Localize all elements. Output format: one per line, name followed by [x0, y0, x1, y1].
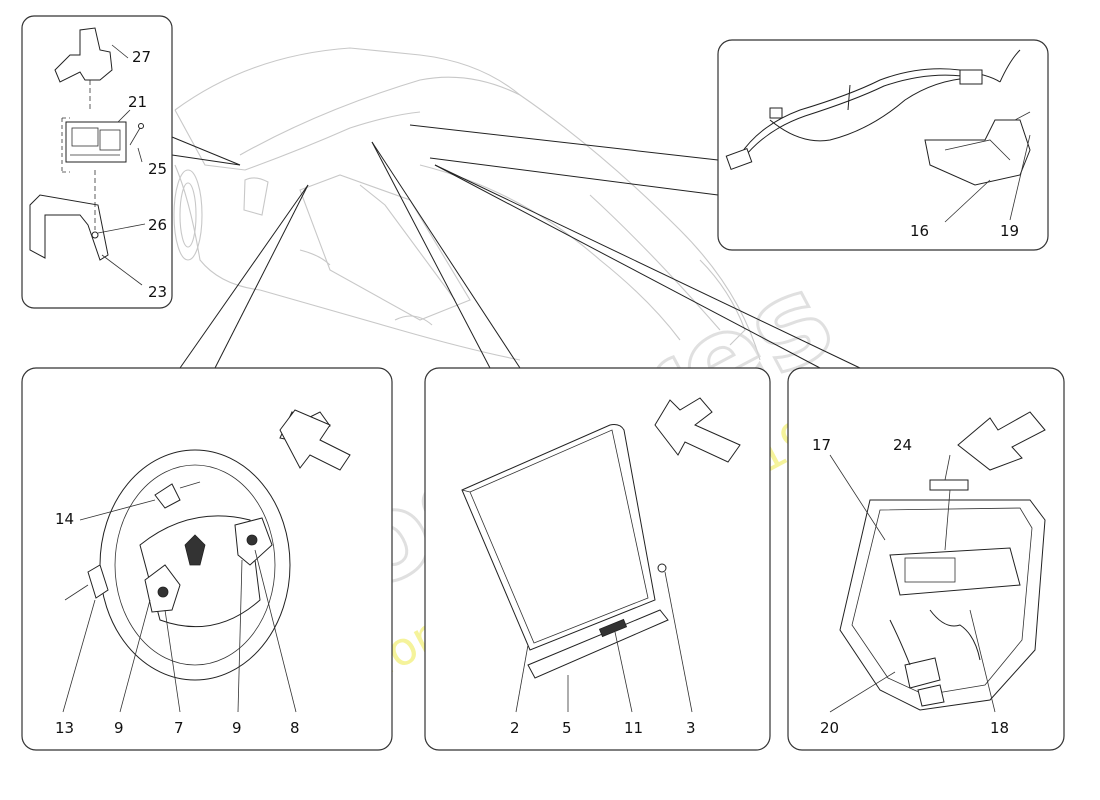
car-outline: [173, 47, 761, 361]
panel-steering-wheel: 14 13 9 7 9 8: [21, 367, 393, 751]
callout-2: 2: [510, 719, 520, 737]
callout-20: 20: [820, 719, 839, 737]
callout-21: 21: [128, 93, 147, 111]
callout-26: 26: [148, 216, 167, 234]
callout-5: 5: [562, 719, 572, 737]
panel-leaders: [171, 124, 861, 369]
callout-11: 11: [624, 719, 643, 737]
callout-27: 27: [132, 48, 151, 66]
panel-display: 2 5 11 3: [424, 367, 771, 751]
callout-9b: 9: [232, 719, 242, 737]
callout-19: 19: [1000, 222, 1019, 240]
callout-24: 24: [893, 436, 912, 454]
callout-13: 13: [55, 719, 74, 737]
callout-14: 14: [55, 510, 74, 528]
callout-16: 16: [910, 222, 929, 240]
panel-control-unit: 27 21 25 26 23: [21, 15, 173, 309]
callout-7: 7: [174, 719, 184, 737]
panel-tray-module: 17 24 20 18: [787, 367, 1065, 751]
callout-9a: 9: [114, 719, 124, 737]
callout-8: 8: [290, 719, 300, 737]
panel-wiring: 16 19: [717, 39, 1049, 251]
callout-17: 17: [812, 436, 831, 454]
callout-18: 18: [990, 719, 1009, 737]
callout-23: 23: [148, 283, 167, 301]
callout-25: 25: [148, 160, 167, 178]
callout-3: 3: [686, 719, 696, 737]
